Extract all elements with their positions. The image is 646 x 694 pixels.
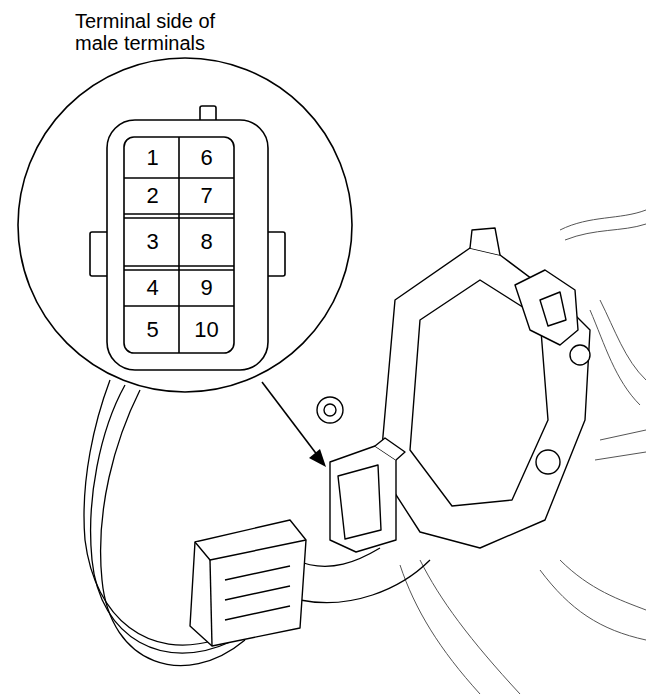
pin-number: 2	[146, 185, 158, 207]
pin-number: 7	[200, 185, 212, 207]
pin-number: 3	[146, 231, 158, 253]
harness-wires	[84, 380, 430, 666]
pin-number: 9	[200, 277, 212, 299]
pin-cell: 7	[180, 179, 233, 213]
pin-cell: 6	[180, 139, 233, 177]
connector-face	[90, 106, 285, 370]
pin-cell: 1	[126, 139, 179, 177]
pin-cell: 3	[126, 219, 179, 265]
pin-cell: 2	[126, 179, 179, 213]
view-caption: Terminal side of male terminals	[75, 10, 250, 54]
zoom-callout	[18, 58, 352, 467]
pin-cell: 8	[180, 219, 233, 265]
pin-number: 8	[200, 231, 212, 253]
pin-cell: 9	[180, 271, 233, 305]
pin-number: 4	[146, 277, 158, 299]
harness-connector	[190, 520, 306, 646]
pin-number: 5	[146, 319, 158, 341]
range-switch	[317, 228, 590, 548]
pin-cell: 5	[126, 307, 179, 352]
pin-number: 1	[146, 147, 158, 169]
switch-connector	[330, 438, 405, 552]
pin-number: 10	[194, 319, 218, 341]
pin-number: 6	[200, 147, 212, 169]
pin-cell: 4	[126, 271, 179, 305]
pin-cell: 10	[180, 307, 233, 352]
